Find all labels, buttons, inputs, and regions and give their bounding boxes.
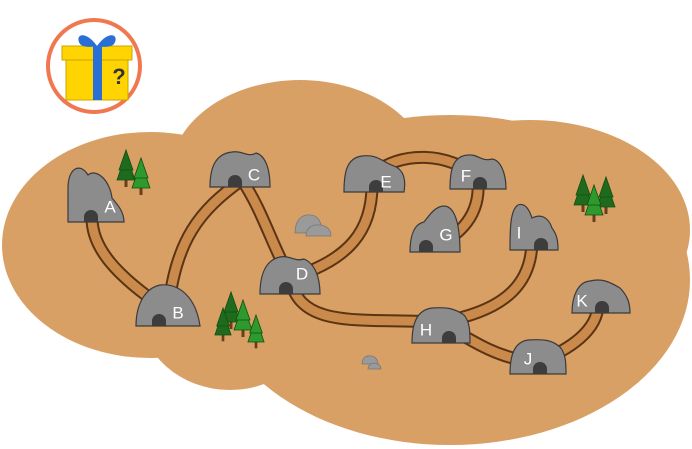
tree-icon: [596, 175, 616, 214]
cave-label: C: [248, 165, 260, 184]
cave-entrance-icon: [533, 362, 547, 374]
cave-entrance-icon: [228, 175, 242, 187]
tree-icon: [584, 183, 604, 222]
rock-icon: [305, 224, 332, 237]
mystery-gift[interactable]: ?: [46, 18, 142, 114]
decorations: [116, 148, 616, 370]
tree-icon: [221, 290, 241, 329]
cave-entrance-icon: [442, 331, 456, 343]
cave-label: D: [296, 264, 308, 283]
cave-k[interactable]: K: [571, 279, 631, 314]
cave-a[interactable]: A: [67, 167, 125, 223]
cave-entrance-icon: [152, 314, 166, 326]
cave-label: K: [576, 291, 588, 310]
tree-icon: [131, 156, 151, 195]
cave-j[interactable]: J: [509, 339, 567, 375]
rock-icon: [361, 355, 379, 365]
cave-e[interactable]: E: [343, 155, 406, 193]
cave-b[interactable]: B: [135, 284, 201, 327]
cave-label: H: [420, 320, 432, 339]
tree-icon: [214, 306, 232, 342]
cave-entrance-icon: [595, 301, 609, 313]
cave-label: J: [524, 349, 533, 368]
caves: A B C D E F G H I J K: [67, 151, 631, 375]
gift-question-mark: ?: [112, 64, 125, 89]
tree-icon: [116, 148, 136, 187]
cave-label: I: [517, 223, 522, 242]
cave-label: A: [104, 197, 116, 216]
rock-icon: [367, 362, 382, 370]
cave-entrance-icon: [84, 210, 98, 222]
cave-g[interactable]: G: [409, 205, 461, 253]
cave-entrance-icon: [279, 282, 293, 294]
cave-label: B: [172, 303, 183, 322]
cave-d[interactable]: D: [259, 256, 321, 295]
cave-i[interactable]: I: [509, 203, 559, 251]
cave-entrance-icon: [534, 238, 548, 250]
cave-label: G: [439, 225, 452, 244]
tree-icon: [573, 173, 593, 212]
cave-h[interactable]: H: [411, 307, 471, 344]
mystery-gift-icon: ?: [61, 35, 133, 101]
cave-c[interactable]: C: [209, 151, 271, 188]
cave-label: F: [461, 166, 471, 185]
cave-label: E: [380, 172, 391, 191]
cave-entrance-icon: [473, 177, 487, 189]
cave-f[interactable]: F: [449, 154, 507, 190]
tree-icon: [233, 298, 253, 337]
tree-icon: [247, 313, 265, 349]
cave-entrance-icon: [369, 180, 383, 192]
cave-entrance-icon: [419, 240, 433, 252]
